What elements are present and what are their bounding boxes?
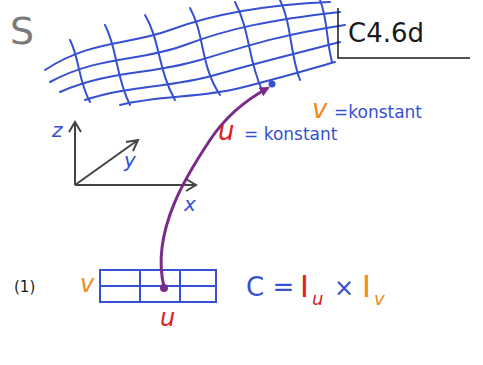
axes xyxy=(69,122,196,191)
formula-part: I xyxy=(300,272,309,302)
param-u: u xyxy=(218,118,234,144)
c-label-bracket xyxy=(338,8,470,58)
constant-note: =konstant xyxy=(334,104,422,121)
param-u: u xyxy=(160,306,175,330)
surface-name: S xyxy=(10,12,34,50)
formula-subscript: v xyxy=(374,290,385,308)
surface-grid xyxy=(45,0,345,105)
mapping-arrow xyxy=(161,88,268,287)
param-v: v xyxy=(80,272,94,296)
item-number: (1) xyxy=(14,280,35,295)
section-id: C4.6d xyxy=(348,20,424,46)
axis-label: z xyxy=(52,120,63,140)
formula-part: × xyxy=(334,276,354,300)
parameter-grid xyxy=(100,270,216,302)
param-v: v xyxy=(312,96,327,122)
formula-part: C = xyxy=(246,274,294,300)
formula-part: I xyxy=(362,272,371,302)
axis-label: y xyxy=(124,150,136,170)
axis-label: x xyxy=(184,194,196,214)
constant-note: = konstant xyxy=(244,126,337,143)
formula-subscript: u xyxy=(312,290,323,308)
